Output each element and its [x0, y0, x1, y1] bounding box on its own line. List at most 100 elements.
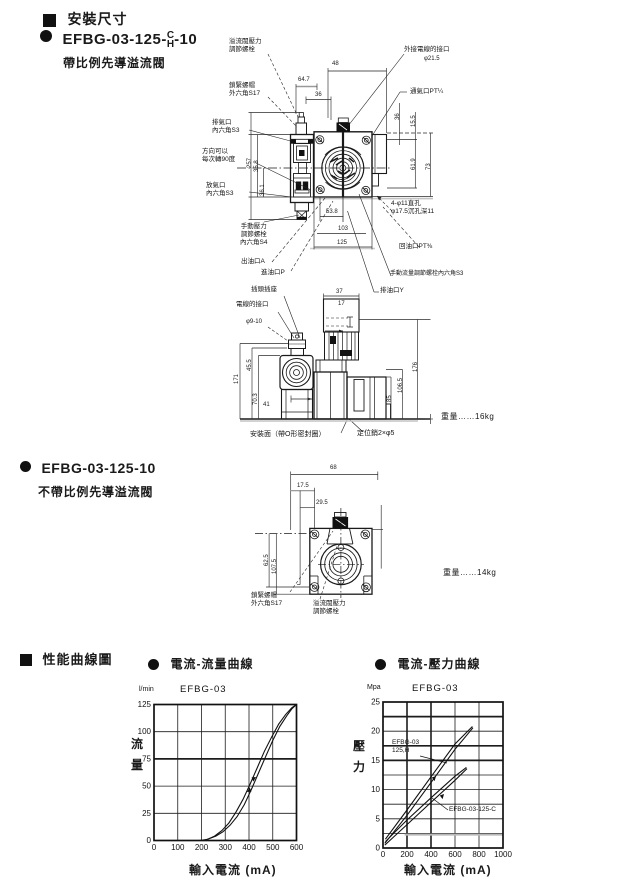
dim-48: 48 — [332, 61, 339, 67]
label-return-port: 回油口PT⅜ — [399, 243, 433, 250]
label-plug-socket: 插頭插座 — [251, 286, 277, 293]
dim-106-5: 106.5 — [398, 377, 404, 393]
model2-code: EFBG-03-125-10 — [41, 460, 156, 476]
dim-15-5: 15.5 — [411, 115, 417, 127]
svg-text:15: 15 — [371, 756, 380, 765]
svg-text:0: 0 — [381, 850, 386, 859]
dim-45-5: 45.5 — [247, 359, 253, 371]
label-weight-2: 重量……14kg — [443, 568, 497, 577]
chart0-inplot-title: EFBG-03 — [180, 684, 227, 695]
circle-bullet-icon — [40, 30, 52, 42]
chart0-title: 電流-流量曲線 — [170, 657, 254, 671]
dim-85: 85 — [387, 395, 393, 402]
svg-text:125: 125 — [138, 700, 152, 709]
label-air-bleed-bottom: 放氣口 內六角S3 — [206, 182, 234, 197]
chart1-heading: 電流-壓力曲線 — [375, 655, 480, 675]
label-rotate-note: 方向可以 每次轉90度 — [202, 148, 236, 163]
model2-heading: EFBG-03-125-10 — [20, 460, 156, 478]
svg-text:400: 400 — [242, 843, 256, 852]
label-vent-port: 通氣口PT¼ — [410, 88, 444, 95]
circle-bullet-icon — [375, 659, 386, 670]
svg-text:600: 600 — [448, 850, 462, 859]
svg-text:50: 50 — [142, 782, 151, 791]
dim-35-8: 35.8 — [254, 160, 260, 172]
svg-text:0: 0 — [376, 844, 381, 853]
label-d2-lock-nut: 鎖緊螺帽 外六角S17 — [251, 592, 283, 607]
chart1-inplot-title: EFBG-03 — [412, 683, 459, 694]
section-mounting-heading: 安裝尺寸 — [43, 9, 127, 32]
chart0-heading: 電流-流量曲線 — [148, 655, 253, 675]
svg-text:200: 200 — [400, 850, 414, 859]
chart1-title: 電流-壓力曲線 — [397, 657, 481, 671]
svg-text:5: 5 — [376, 814, 381, 823]
model1-code: EFBG-03-125- — [62, 31, 167, 48]
dim-64-7: 64.7 — [298, 77, 310, 83]
section-curves-title: 性能曲線圖 — [42, 652, 113, 667]
dim-103: 103 — [338, 226, 349, 232]
dim-107-5: 107.5 — [272, 558, 278, 574]
svg-text:200: 200 — [195, 843, 209, 852]
svg-text:300: 300 — [219, 843, 233, 852]
label-lock-nut: 鎖緊螺帽 外六角S17 — [229, 82, 261, 97]
svg-text:0: 0 — [147, 836, 152, 845]
svg-text:25: 25 — [142, 809, 151, 818]
svg-text:75: 75 — [142, 754, 151, 763]
svg-text:25: 25 — [371, 698, 380, 707]
dim-36-1: 36.1 — [260, 184, 266, 196]
label-d2-relief-adjust: 溢流閥壓力 調節螺栓 — [313, 600, 346, 615]
circle-bullet-icon — [148, 659, 159, 670]
label-air-bleed-top: 排氣口 內六角S3 — [212, 119, 240, 134]
dim-53-8: 53.8 — [326, 209, 338, 215]
svg-text:100: 100 — [138, 727, 152, 736]
label-mounting-holes: 4-φ11直孔 φ17.5沉孔深11 — [391, 200, 435, 215]
dim-37: 37 — [336, 289, 343, 295]
chart1-unit: Mpa — [367, 684, 381, 691]
model1-subtitle: 帶比例先導溢流閥 — [63, 56, 166, 70]
dim-257: 257 — [247, 157, 253, 168]
label-wiring-port-size: φ21.5 — [424, 56, 440, 62]
svg-text:100: 100 — [171, 843, 185, 852]
dim-61-9: 61.9 — [411, 158, 417, 170]
label-weight-1: 重量……16kg — [441, 412, 495, 421]
dim-36r: 36 — [395, 113, 401, 120]
dim-41: 41 — [263, 402, 270, 408]
square-bullet-icon — [20, 654, 32, 666]
dim-17-5: 17.5 — [297, 483, 309, 489]
chart0-xlabel: 輸入電流 (mA) — [189, 863, 277, 877]
chart1-ylabel: 壓力 — [352, 739, 365, 774]
dim-17: 17 — [338, 301, 345, 307]
dim-171: 171 — [234, 373, 240, 384]
svg-text:800: 800 — [472, 850, 486, 859]
svg-text:0: 0 — [152, 843, 157, 852]
dim-29-5: 29.5 — [316, 500, 328, 506]
svg-text:600: 600 — [290, 843, 304, 852]
label-cable-size: φ9-10 — [246, 319, 262, 325]
dim-176: 176 — [413, 361, 419, 372]
label-outlet-port: 出油口A — [241, 258, 265, 265]
model2-subtitle: 不帶比例先導溢流閥 — [38, 485, 154, 499]
label-manual-pressure-adjust: 手動壓力 調節螺栓 內六角S4 — [240, 223, 268, 246]
svg-text:400: 400 — [424, 850, 438, 859]
dim-68: 68 — [330, 465, 337, 471]
section-mounting-title: 安裝尺寸 — [67, 11, 128, 27]
svg-text:1000: 1000 — [494, 850, 512, 859]
label-mount-face: 安裝面（帶O形密封圈） — [250, 431, 326, 438]
label-manual-flow-adjust: 手動流量調節螺栓內六角S3 — [390, 271, 464, 277]
label-wiring-port: 外接電線的接口 — [404, 46, 450, 53]
svg-text:500: 500 — [266, 843, 280, 852]
chart0-ylabel: 流量 — [130, 737, 143, 772]
svg-text:10: 10 — [371, 785, 380, 794]
square-bullet-icon — [43, 14, 56, 27]
label-cable-port: 電線的接口 — [236, 301, 269, 308]
label-dowel-pin: 定位銷2×φ5 — [357, 430, 395, 437]
section-curves-heading: 性能曲線圖 — [20, 649, 112, 671]
dim-70-3: 70.3 — [253, 393, 259, 405]
label-drain-port: 排油口Y — [380, 287, 404, 294]
svg-text:20: 20 — [371, 727, 380, 736]
chart1-annotation-c: EFBG-03-125-C — [449, 806, 496, 813]
